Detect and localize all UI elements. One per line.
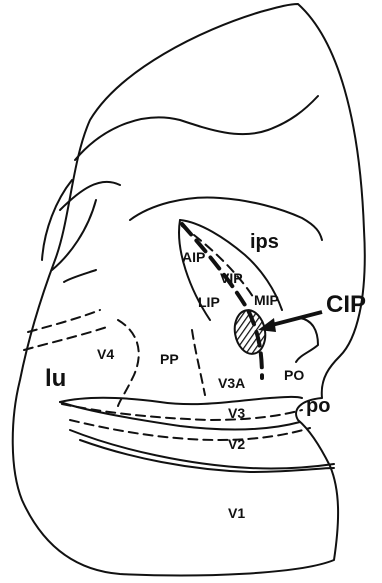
label-aip: AIP (182, 249, 205, 265)
label-mip: MIP (254, 292, 279, 308)
v4-pp-boundary (118, 320, 139, 406)
label-lip: LIP (198, 294, 220, 310)
label-v3a: V3A (218, 375, 245, 391)
pp-v3a-boundary (192, 330, 205, 395)
label-pp: PP (160, 351, 179, 367)
label-v2: V2 (228, 436, 245, 452)
po-notch (296, 318, 318, 362)
sulcus-middle (64, 270, 96, 282)
v3-v2-boundary (70, 420, 310, 440)
cip-region (231, 308, 268, 357)
lunate-sulcus-lower (60, 402, 300, 429)
lunate-sulcus (60, 397, 302, 404)
label-po-area: PO (284, 367, 304, 383)
sulcus-left (42, 180, 72, 260)
v4-upper-boundary (28, 310, 100, 332)
label-ips: ips (250, 231, 279, 253)
label-cip: CIP (326, 291, 366, 318)
label-po-sulcus: po (306, 395, 330, 417)
ips-sulcus (130, 197, 322, 240)
label-v1: V1 (228, 505, 245, 521)
hemisphere-outline (13, 4, 365, 575)
sulcus-left-2 (52, 200, 96, 270)
label-v4: V4 (97, 346, 114, 362)
cip-arrow-line (268, 312, 322, 326)
label-vip: VIP (220, 270, 243, 286)
label-v3: V3 (228, 405, 245, 421)
label-lu: lu (45, 365, 66, 392)
sulcus-upper (75, 96, 318, 160)
